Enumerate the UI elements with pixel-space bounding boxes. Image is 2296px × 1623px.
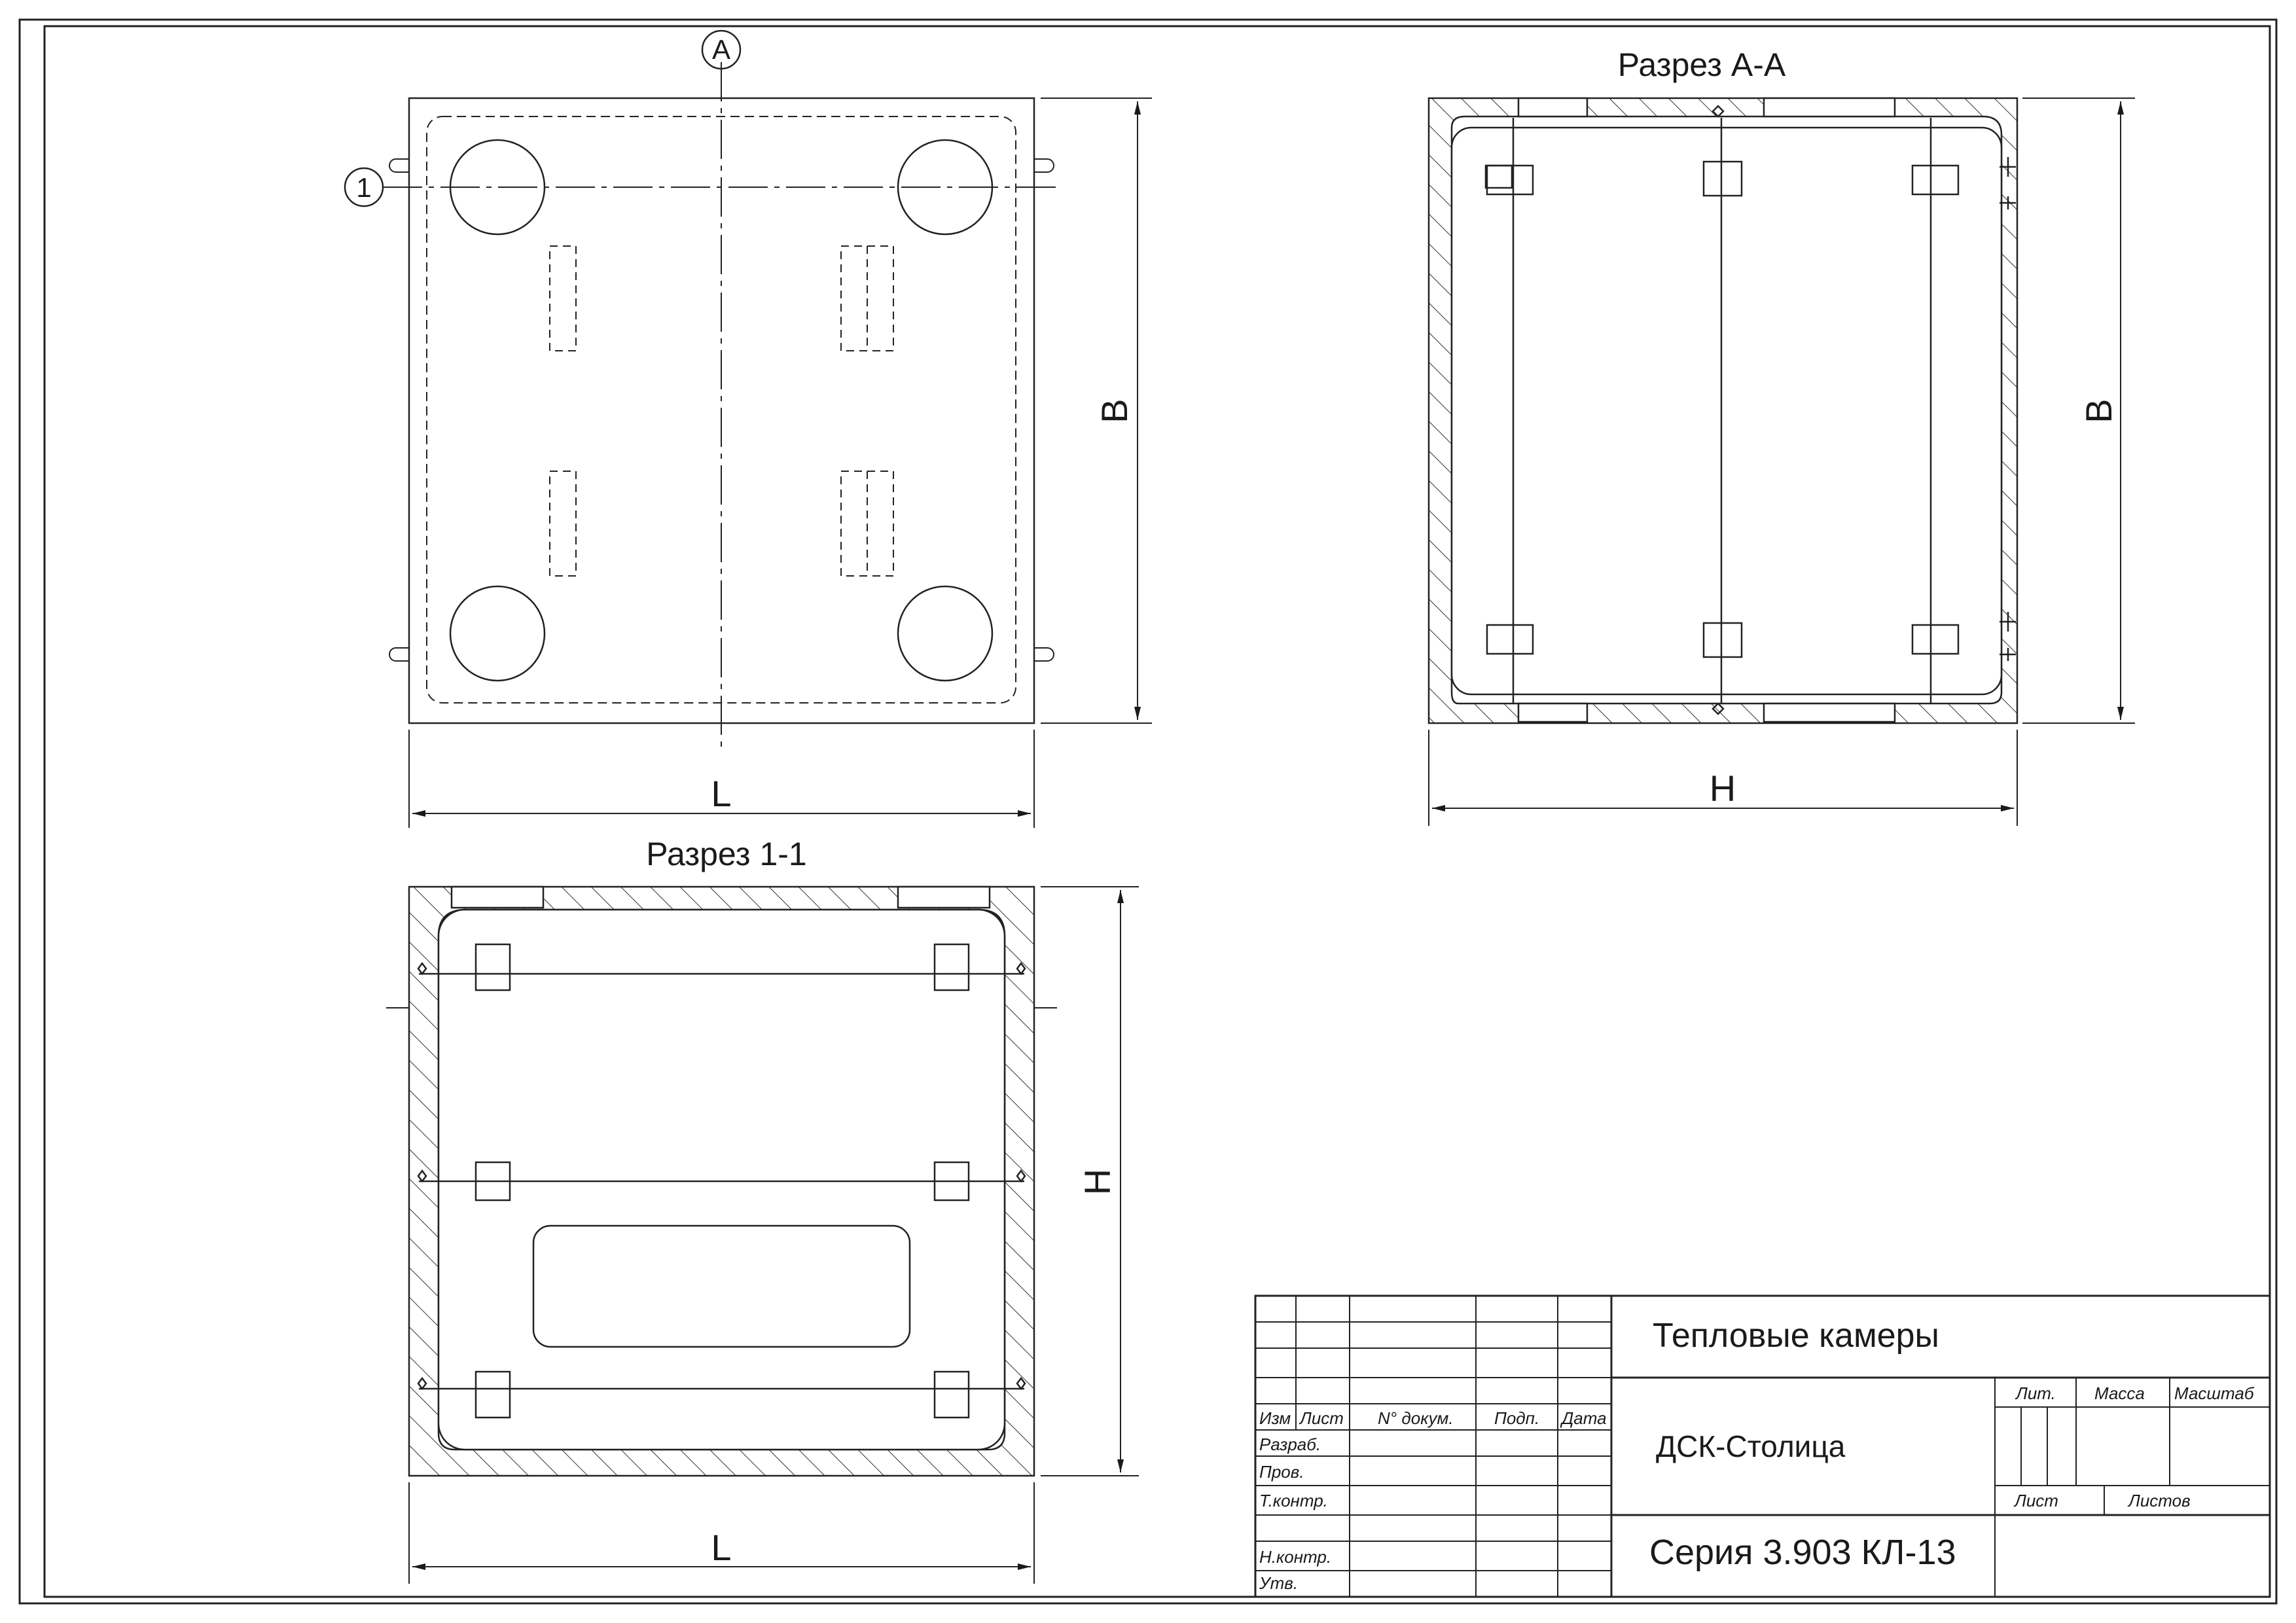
- tb-row-prov: Пров.: [1259, 1462, 1304, 1482]
- manhole-bottom-left: [449, 585, 546, 682]
- plan-dim-l-label: L: [711, 773, 731, 814]
- tb-col-izm: Изм: [1259, 1408, 1291, 1428]
- tb-row-nkontr: Н.контр.: [1259, 1547, 1331, 1567]
- manhole-bottom-right: [897, 585, 994, 682]
- tb-lit: Лит.: [2015, 1383, 2056, 1403]
- outer-frame: [18, 18, 2278, 1605]
- plan-dim-b-label: B: [1094, 399, 1135, 423]
- section-11-dim-l-label: L: [711, 1527, 731, 1568]
- section-11-inner-cavity: [437, 908, 1006, 1451]
- tb-masshtab: Масштаб: [2174, 1383, 2255, 1403]
- section-aa-inner-cavity: [1450, 126, 2003, 696]
- section-11-pipe-opening: [532, 1224, 911, 1348]
- axis-a-label: A: [712, 34, 730, 65]
- axis-1-bubble: [344, 167, 384, 207]
- tb-row-razrab: Разраб.: [1259, 1435, 1321, 1454]
- axis-a-bubble: [701, 29, 742, 70]
- tb-col-date: Дата: [1560, 1408, 1607, 1428]
- title-block: [1254, 1294, 2271, 1598]
- section-11-openings: [450, 885, 991, 909]
- section-aa-dim-b-label: B: [2078, 399, 2119, 423]
- section-aa-dim-h-label: H: [1710, 768, 1736, 809]
- tb-row-tkontr: Т.контр.: [1259, 1491, 1328, 1510]
- section-11-view: [386, 885, 1139, 1584]
- section-aa-title: Разрез А-А: [1618, 46, 1786, 83]
- tb-list: Лист: [2013, 1491, 2058, 1510]
- title-block-name: Тепловые камеры: [1653, 1317, 1939, 1355]
- tb-massa: Масса: [2094, 1383, 2145, 1403]
- section-aa-openings: [1517, 97, 1896, 723]
- section-11-title: Разрез 1-1: [646, 836, 806, 872]
- axis-1-label: 1: [356, 172, 371, 203]
- tb-listov: Листов: [2127, 1491, 2191, 1510]
- tb-col-sign: Подп.: [1494, 1408, 1539, 1428]
- tb-col-doc: N° докум.: [1378, 1408, 1454, 1428]
- inner-frame: [43, 25, 2271, 1598]
- section-11-dim-h-label: H: [1077, 1169, 1118, 1195]
- title-block-organization: ДСК-Столица: [1656, 1429, 1846, 1463]
- title-block-series: Серия 3.903 КЛ-13: [1649, 1533, 1956, 1572]
- plan-view: [344, 29, 1152, 828]
- hidden-supports: [549, 245, 894, 577]
- tb-row-utv: Утв.: [1259, 1573, 1298, 1593]
- section-aa-view: [1427, 97, 2135, 826]
- tb-col-list: Лист: [1299, 1408, 1344, 1428]
- lifting-loops: [389, 158, 1054, 662]
